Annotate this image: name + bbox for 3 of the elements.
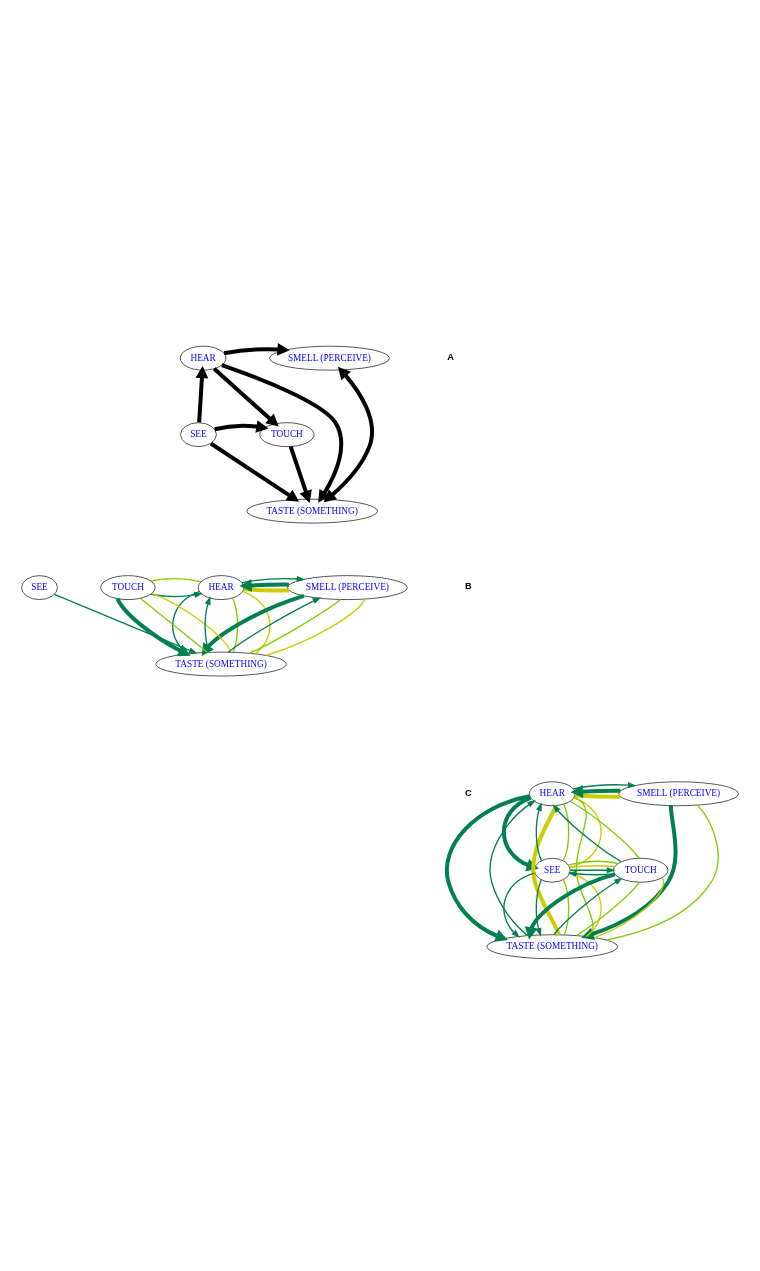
label: C (465, 787, 472, 798)
label: B (465, 580, 472, 591)
label: A (447, 351, 454, 362)
